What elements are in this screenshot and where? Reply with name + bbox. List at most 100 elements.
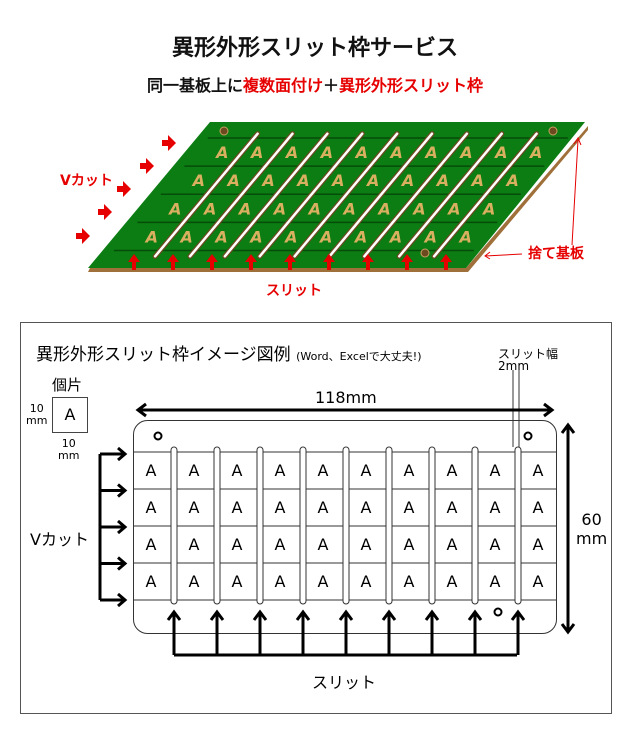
cell-letter: A	[404, 535, 415, 554]
pcb-cell-letter: A	[295, 171, 309, 190]
subtitle-part4: 異形外形スリット枠	[339, 76, 484, 95]
pcb-cell-letter: A	[248, 227, 262, 246]
diagram-note: (Word、Excelで大丈夫!)	[296, 350, 422, 363]
pcb-cell-letter: A	[435, 171, 449, 190]
pcb-cell-letter: A	[167, 199, 181, 218]
slit-arrow	[323, 254, 335, 270]
diagram-frame	[20, 322, 612, 714]
cell-letter: A	[361, 461, 372, 480]
diagram-slit-label: スリット	[312, 673, 377, 692]
cell-letter: A	[490, 461, 501, 480]
piece-label: 個片	[52, 376, 83, 394]
slit	[153, 132, 259, 258]
vcut-arrow	[76, 228, 90, 244]
vcut-arrow	[98, 204, 112, 220]
pcb-cell-letter: A	[260, 171, 274, 190]
slit-arrows	[166, 609, 526, 657]
pcb-cell-letter: A	[213, 227, 227, 246]
slit	[363, 132, 469, 258]
cell-letter: A	[533, 498, 544, 517]
slit-arrow	[284, 254, 296, 270]
cell-letter: A	[189, 535, 200, 554]
width-arrow	[135, 402, 555, 418]
mounting-hole	[219, 126, 229, 136]
slit-arrow	[167, 254, 179, 270]
pcb-slit-label: スリット	[266, 283, 322, 299]
subtitle-part2: 複数面付け	[242, 76, 323, 95]
slit	[385, 446, 393, 605]
slit	[188, 132, 294, 258]
pcb-cell-letter: A	[272, 199, 286, 218]
pcb-cell-letter: A	[307, 199, 321, 218]
mounting-hole	[153, 431, 163, 441]
pcb-cell-letter: A	[423, 227, 437, 246]
waste-pointer-head	[573, 136, 582, 146]
pcb-cell-letter: A	[330, 171, 344, 190]
cell-letter: A	[232, 461, 243, 480]
subtitle-part3: ＋	[323, 76, 340, 95]
cell-letter: A	[146, 498, 157, 517]
vcut-arrow	[162, 135, 176, 151]
height-arrow	[560, 422, 576, 635]
cell-letter: A	[447, 535, 458, 554]
pcb-cell-letter: A	[249, 143, 263, 162]
slit	[514, 446, 522, 605]
waste-pointer	[571, 139, 579, 246]
pcb-cell-letter: A	[237, 199, 251, 218]
cell-letter: A	[318, 498, 329, 517]
pcb-cell-letter: A	[481, 199, 495, 218]
subtitle: 同一基板上に複数面付け＋異形外形スリット枠	[0, 72, 630, 96]
diagram-title-text: 異形外形スリット枠イメージ図例	[36, 345, 291, 365]
mounting-hole	[523, 431, 533, 441]
vcut-arrow	[117, 181, 131, 197]
vcut-arrows	[98, 446, 128, 608]
slit-arrow	[206, 254, 218, 270]
cell-letter: A	[146, 461, 157, 480]
pcb-cell-letter: A	[365, 171, 379, 190]
width-dimension: 118mm	[315, 388, 377, 407]
piece-width-value: 10	[61, 437, 76, 450]
slit	[342, 446, 350, 605]
slit	[258, 132, 364, 258]
pcb-cell-letter: A	[191, 171, 205, 190]
slit	[328, 132, 434, 258]
cell-letter: A	[189, 572, 200, 591]
diagram-title: 異形外形スリット枠イメージ図例 (Word、Excelで大丈夫!)	[36, 340, 421, 365]
cell-letter: A	[189, 498, 200, 517]
pcb-cell-letter: A	[389, 143, 403, 162]
pcb-cell-letter: A	[470, 171, 484, 190]
pcb-cell-letter: A	[446, 199, 460, 218]
slit	[432, 132, 538, 258]
cell-letter: A	[533, 535, 544, 554]
waste-pointer-2	[484, 251, 523, 260]
cell-letter: A	[533, 572, 544, 591]
pcb-cell-letter: A	[400, 171, 414, 190]
slit	[293, 132, 399, 258]
pcb-cell-letter: A	[226, 171, 240, 190]
cell-letter: A	[361, 498, 372, 517]
mounting-hole	[420, 248, 430, 258]
pcb-cell-letter: A	[319, 143, 333, 162]
mounting-hole	[548, 126, 558, 136]
pcb-cell-letter: A	[353, 227, 367, 246]
cell-letter: A	[146, 535, 157, 554]
cell-letter: A	[490, 535, 501, 554]
pcb-cell-letter: A	[283, 227, 297, 246]
pcb-cell-letter: A	[528, 143, 542, 162]
cell-letter: A	[318, 535, 329, 554]
pcb-cell-letter: A	[354, 143, 368, 162]
slit	[223, 132, 329, 258]
pcb-cell-letter: A	[144, 227, 158, 246]
piece-height-unit: mm	[26, 414, 48, 427]
pcb-cell-letter: A	[505, 171, 519, 190]
slit	[471, 446, 479, 605]
cell-letter: A	[447, 461, 458, 480]
pcb-cell-letter: A	[458, 227, 472, 246]
slit	[213, 446, 221, 605]
pcb-cell-letter: A	[179, 227, 193, 246]
cell-letter: A	[275, 572, 286, 591]
slit-width-value: 2mm	[498, 359, 530, 373]
cell-letter: A	[275, 461, 286, 480]
